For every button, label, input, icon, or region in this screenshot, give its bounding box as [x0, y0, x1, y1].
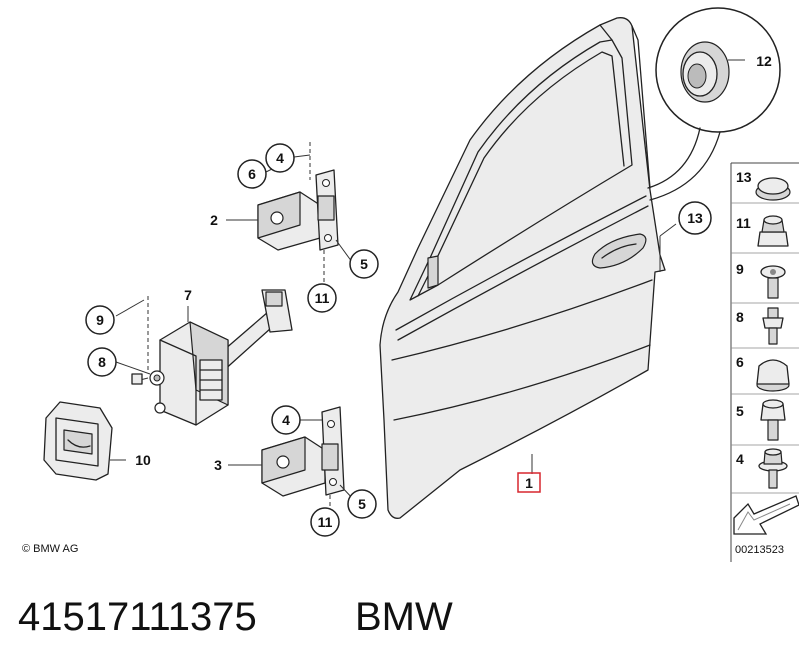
- sidebar-item-4-label: 4: [736, 451, 744, 467]
- pointer-icon: [733, 495, 799, 535]
- callout-10-label[interactable]: 10: [135, 452, 151, 468]
- grommet-detail[interactable]: [647, 7, 781, 201]
- callout-6[interactable]: 6: [237, 159, 267, 189]
- sidebar-item-8-label: 8: [736, 309, 744, 325]
- sidebar-fasteners: 13 11 9 8 6 5: [730, 162, 799, 562]
- callout-13-label: 13: [687, 210, 703, 226]
- part-number: 41517111375: [18, 595, 257, 639]
- flange-bolt-icon: [758, 448, 788, 489]
- grommet-icon: [755, 177, 791, 201]
- main-part-label: 1: [525, 475, 533, 491]
- callout-8-label: 8: [98, 354, 106, 370]
- callout-4-lower[interactable]: 4: [271, 405, 301, 435]
- callout-5-upper[interactable]: 5: [349, 249, 379, 279]
- callout-5-lower[interactable]: 5: [347, 489, 377, 519]
- door-shell[interactable]: [379, 17, 666, 519]
- stud-bolt-icon: [762, 307, 784, 345]
- leader-lines: [110, 154, 677, 501]
- callout-5-lower-label: 5: [358, 496, 366, 512]
- callout-9[interactable]: 9: [85, 305, 115, 335]
- hex-bolt-icon: [760, 399, 786, 441]
- copyright-text: © BMW AG: [22, 543, 78, 555]
- main-part-highlight[interactable]: [517, 472, 541, 493]
- callout-13[interactable]: 13: [678, 201, 712, 235]
- callout-8[interactable]: 8: [87, 347, 117, 377]
- cap-icon: [756, 359, 790, 392]
- callout-2-label[interactable]: 2: [210, 212, 218, 228]
- sidebar-item-5-label: 5: [736, 403, 744, 419]
- door-check-seal[interactable]: [43, 401, 113, 481]
- sidebar-item-11-label: 11: [736, 215, 751, 231]
- callout-4-upper-label: 4: [276, 150, 284, 166]
- callout-6-label: 6: [248, 166, 256, 182]
- callout-9-label: 9: [96, 312, 104, 328]
- sidebar-item-13-label: 13: [736, 169, 752, 185]
- bolt-icon: [760, 265, 786, 299]
- door-check-strap[interactable]: [131, 289, 293, 426]
- callout-5-upper-label: 5: [360, 256, 368, 272]
- brand-name: BMW: [355, 595, 453, 639]
- callout-11-lower[interactable]: 11: [310, 507, 340, 537]
- callout-11-upper[interactable]: 11: [307, 283, 337, 313]
- callout-11-lower-label: 11: [318, 514, 333, 530]
- upper-hinge[interactable]: [257, 142, 339, 282]
- sidebar-item-6-label: 6: [736, 354, 744, 370]
- callout-4-upper[interactable]: 4: [265, 143, 295, 173]
- callout-11-upper-label: 11: [315, 290, 330, 306]
- callout-7-label[interactable]: 7: [184, 287, 192, 303]
- callout-3-label[interactable]: 3: [214, 457, 222, 473]
- callout-4-lower-label: 4: [282, 412, 290, 428]
- sidebar-item-9-label: 9: [736, 261, 744, 277]
- lower-hinge[interactable]: [261, 406, 345, 512]
- diagram-number: 00213523: [735, 544, 784, 556]
- callout-12-label[interactable]: 12: [756, 53, 772, 69]
- nut-icon: [757, 215, 789, 247]
